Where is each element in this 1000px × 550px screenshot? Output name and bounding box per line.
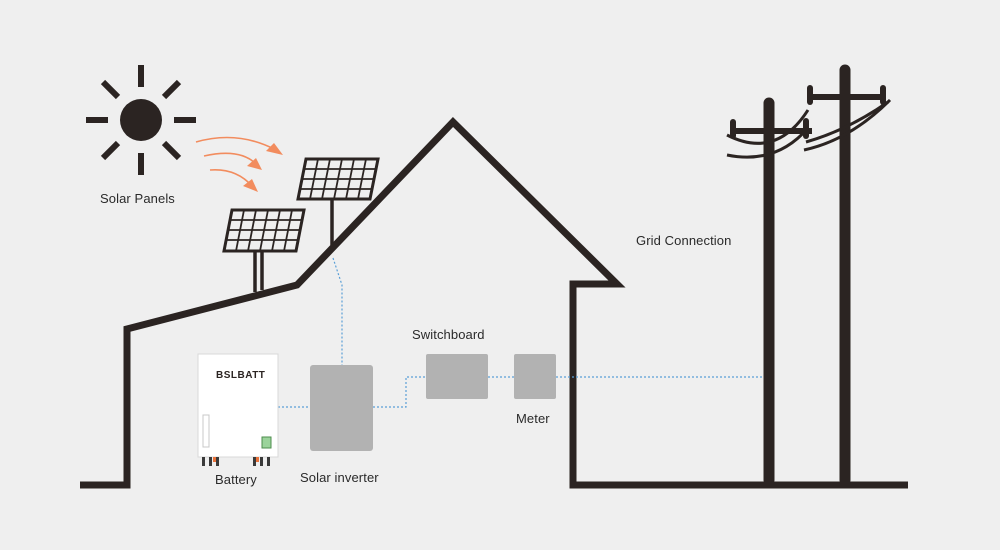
meter-unit bbox=[514, 354, 556, 399]
battery-brand-logo: BSLBATT bbox=[216, 370, 266, 381]
sun-icon bbox=[86, 65, 196, 175]
switchboard-label: Switchboard bbox=[412, 327, 485, 342]
solar-panels-label: Solar Panels bbox=[100, 191, 175, 206]
solar-inverter-label: Solar inverter bbox=[300, 470, 379, 485]
utility-pole-icon bbox=[726, 64, 892, 486]
meter-label: Meter bbox=[516, 411, 550, 426]
battery-unit-icon bbox=[197, 353, 279, 466]
sun-ray-arrows bbox=[195, 136, 277, 187]
wiring bbox=[278, 257, 769, 408]
grid-connection-label: Grid Connection bbox=[636, 233, 732, 248]
solar-inverter-unit bbox=[310, 365, 373, 451]
battery-label: Battery bbox=[215, 472, 257, 487]
solar-panel-icon bbox=[222, 208, 306, 292]
sun-ray-arrowheads bbox=[243, 143, 283, 192]
house-outline-icon bbox=[80, 117, 908, 489]
solar-panel-icon bbox=[296, 157, 380, 245]
switchboard-unit bbox=[426, 354, 488, 399]
